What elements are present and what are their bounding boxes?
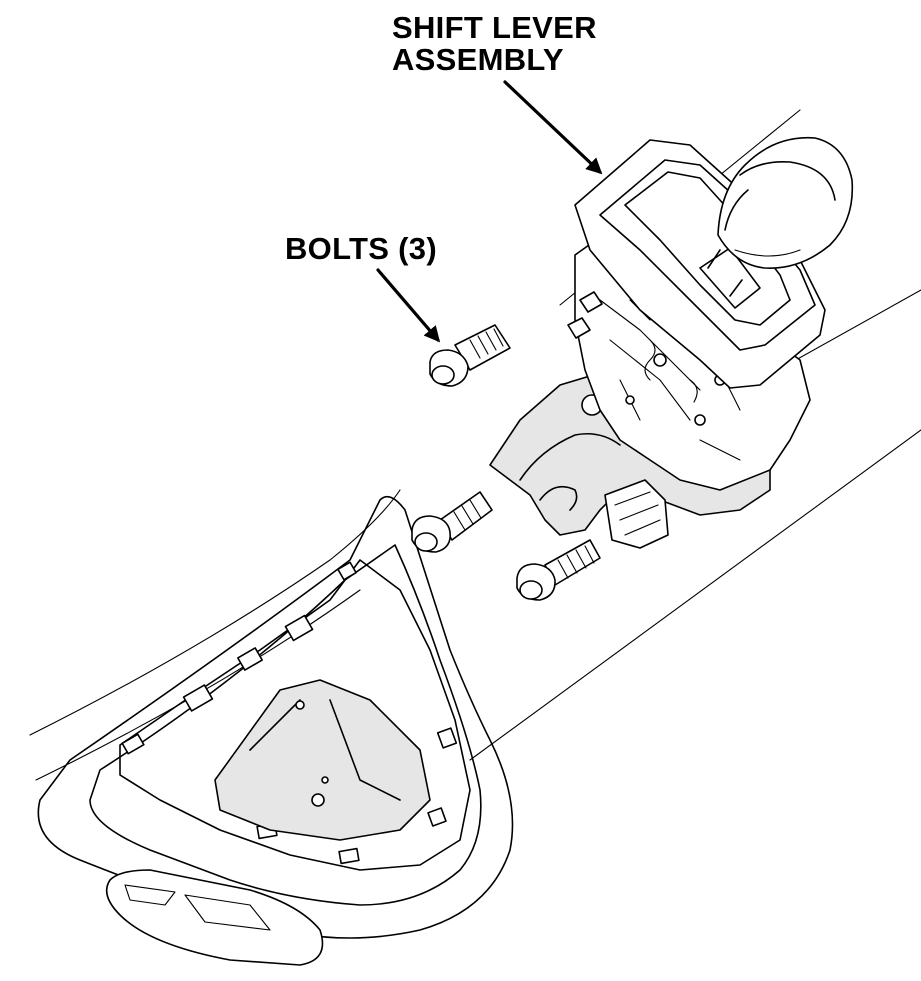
bolt-top bbox=[429, 324, 511, 387]
bolts-leader-arrow bbox=[376, 268, 441, 343]
console-panel bbox=[37, 495, 514, 966]
shift-lever-assembly-label: SHIFT LEVER ASSEMBLY bbox=[392, 12, 597, 76]
shift-lever-label-line1: SHIFT LEVER bbox=[392, 10, 597, 45]
shift-lever-label-line2: ASSEMBLY bbox=[392, 42, 564, 77]
shift-lever-leader-arrow bbox=[503, 80, 603, 175]
bolt-middle bbox=[411, 491, 493, 553]
shift-lever-assembly bbox=[489, 136, 854, 549]
bolt-lower bbox=[516, 539, 601, 601]
bolts-label: BOLTS (3) bbox=[285, 231, 437, 266]
